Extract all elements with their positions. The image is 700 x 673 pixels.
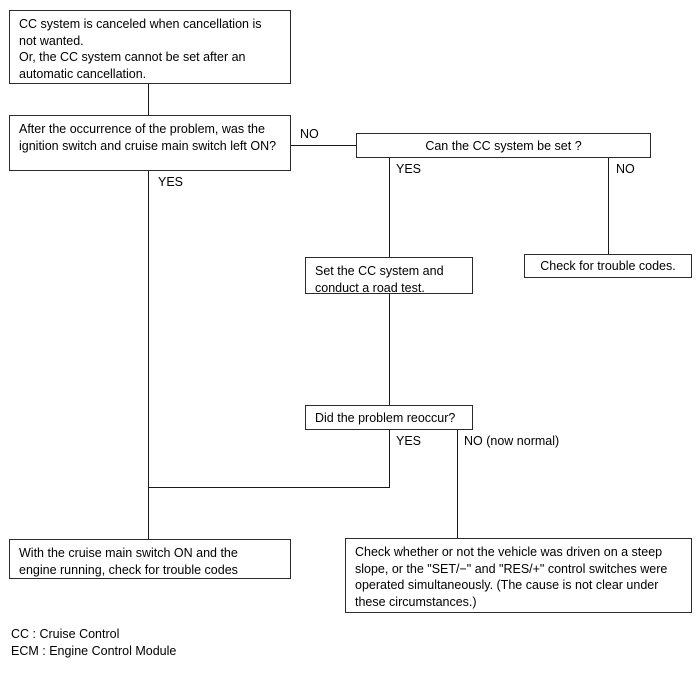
- node-question-ignition: After the occurrence of the problem, was…: [9, 115, 291, 171]
- node-question-can-set: Can the CC system be set ?: [356, 133, 651, 158]
- node-action-check-steep-slope: Check whether or not the vehicle was dri…: [345, 538, 692, 613]
- node-action-check-trouble-codes: Check for trouble codes.: [524, 254, 692, 278]
- node-symptom: CC system is canceled when cancellation …: [9, 10, 291, 84]
- edge-label-ignition-no: NO: [300, 127, 319, 141]
- edge-label-ignition-yes: YES: [158, 175, 184, 189]
- edge-label-can-set-yes: YES: [396, 162, 422, 176]
- edge-label-reoccur-no: NO (now normal): [464, 434, 560, 448]
- legend-abbreviations: CC : Cruise Control ECM : Engine Control…: [11, 627, 177, 658]
- connector-symptom-to-ignition: [148, 84, 149, 115]
- edge-label-reoccur-yes: YES: [396, 434, 422, 448]
- connector-road-test-to-reoccur: [389, 294, 390, 405]
- connector-reoccur-yes-horizontal: [148, 487, 389, 488]
- connector-ignition-no-horizontal: [291, 145, 356, 146]
- node-action-cruise-switch-on: With the cruise main switch ON and the e…: [9, 539, 291, 579]
- connector-reoccur-no: [457, 430, 458, 538]
- node-action-set-road-test: Set the CC system and conduct a road tes…: [305, 257, 473, 295]
- connector-can-set-no: [608, 158, 609, 254]
- connector-ignition-yes-spine: [148, 171, 149, 539]
- connector-reoccur-yes-vertical: [389, 430, 390, 488]
- edge-label-can-set-no: NO: [616, 162, 635, 176]
- connector-can-set-yes: [389, 158, 390, 257]
- node-question-reoccur: Did the problem reoccur?: [305, 405, 473, 430]
